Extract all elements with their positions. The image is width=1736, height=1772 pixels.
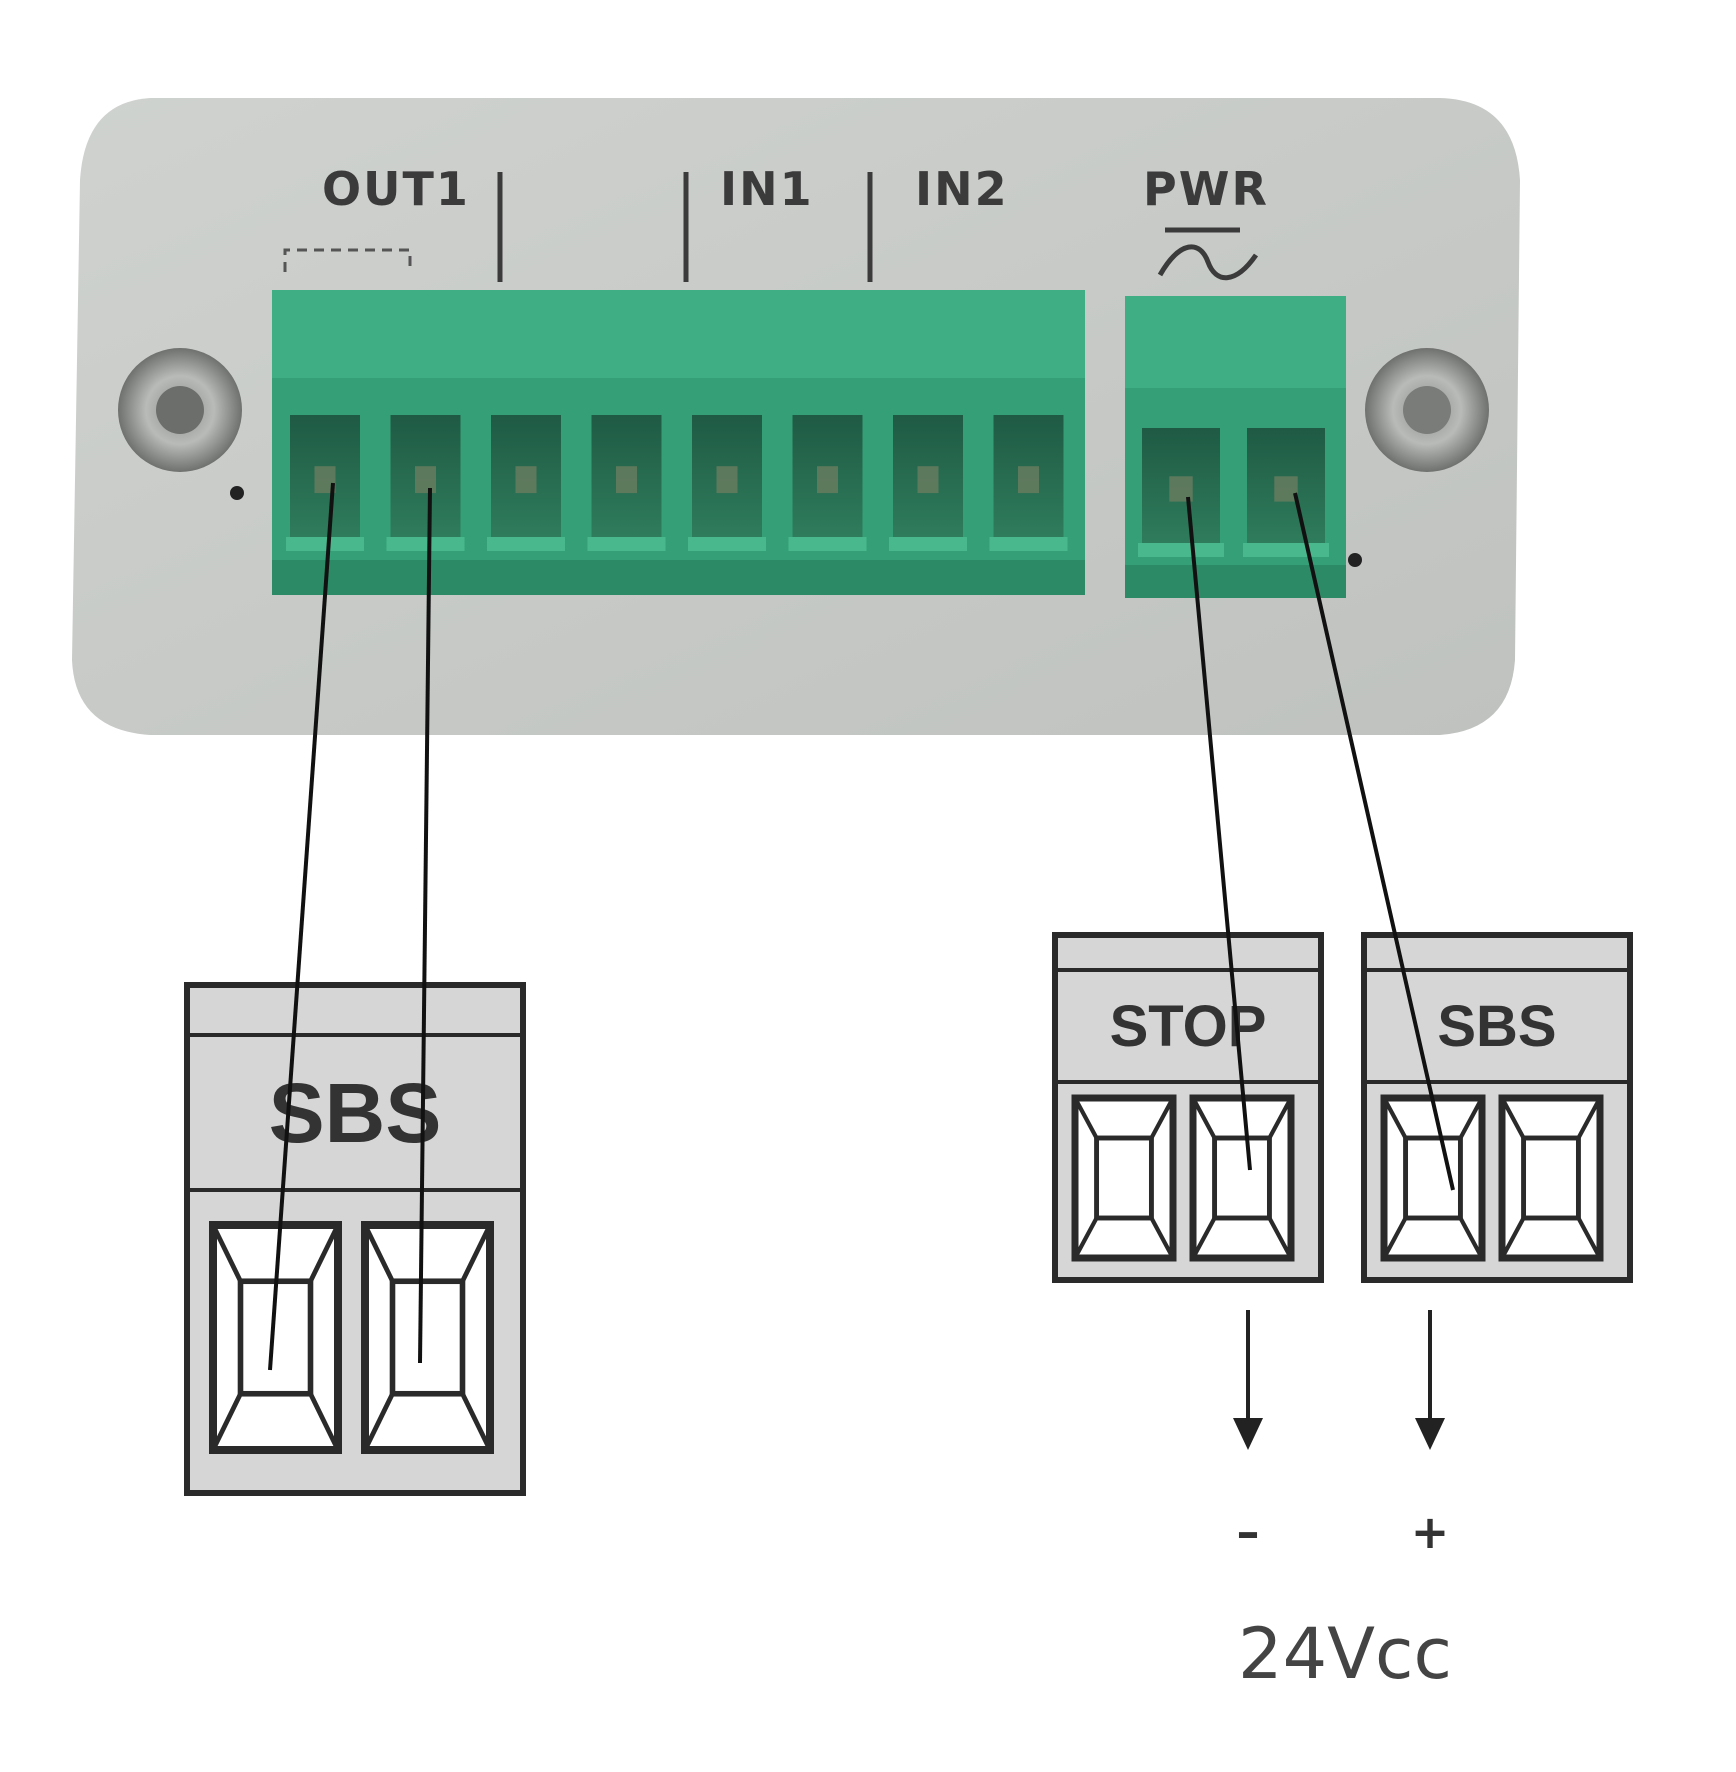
left-sbs-terminals — [209, 1221, 494, 1454]
label-stop: STOP — [1110, 994, 1267, 1059]
label-in2: IN2 — [915, 162, 1009, 216]
terminal-slot — [587, 415, 666, 551]
label-right-sbs: SBS — [1437, 994, 1556, 1059]
terminal-slot — [386, 415, 465, 551]
power-terminal-slots — [1138, 428, 1329, 557]
wire-out1-a — [268, 482, 335, 1371]
terminal-opening — [1189, 1094, 1295, 1262]
label-separators — [497, 172, 873, 282]
terminal-slot — [889, 415, 967, 551]
device-panel: OUT1 IN1 IN2 PWR — [72, 98, 1520, 735]
label-in1: IN1 — [720, 162, 814, 216]
terminal-opening — [1071, 1094, 1177, 1262]
main-terminal-slots — [286, 415, 1068, 551]
terminal-block-power — [1125, 296, 1346, 598]
label-voltage: 24Vcc — [1238, 1613, 1452, 1695]
terminal-block-main — [272, 290, 1085, 595]
label-left-sbs: SBS — [269, 1066, 442, 1160]
label-minus: – — [1237, 1505, 1260, 1559]
arrow-minus-icon — [1233, 1310, 1263, 1450]
terminal-slot — [487, 415, 565, 551]
terminal-opening — [209, 1221, 342, 1454]
arrow-plus-icon — [1415, 1310, 1445, 1450]
terminal-slot — [788, 415, 867, 551]
ac-symbol-icon — [1157, 227, 1259, 281]
wires — [268, 482, 1455, 1371]
wire-pwr-minus — [1186, 496, 1252, 1171]
block-stop: STOP — [1052, 932, 1324, 1283]
wire-out1-b — [418, 487, 432, 1364]
terminal-opening — [1498, 1094, 1604, 1262]
label-out1: OUT1 — [322, 162, 470, 216]
terminal-slot — [688, 415, 766, 551]
terminal-slot — [1138, 428, 1224, 557]
out1-bracket — [283, 248, 412, 272]
terminal-opening — [361, 1221, 494, 1454]
right-sbs-terminals — [1380, 1094, 1604, 1262]
block-left-sbs: SBS — [184, 982, 526, 1496]
terminal-opening — [1380, 1094, 1486, 1262]
screw-left-icon — [118, 348, 244, 500]
label-pwr: PWR — [1143, 162, 1269, 216]
wire-pwr-plus — [1293, 492, 1455, 1191]
screw-right-icon — [1348, 348, 1489, 567]
terminal-slot — [286, 415, 364, 551]
block-right-sbs: SBS — [1361, 932, 1633, 1283]
stop-terminals — [1071, 1094, 1295, 1262]
label-plus: + — [1411, 1505, 1450, 1559]
terminal-slot — [1243, 428, 1329, 557]
terminal-slot — [989, 415, 1068, 551]
